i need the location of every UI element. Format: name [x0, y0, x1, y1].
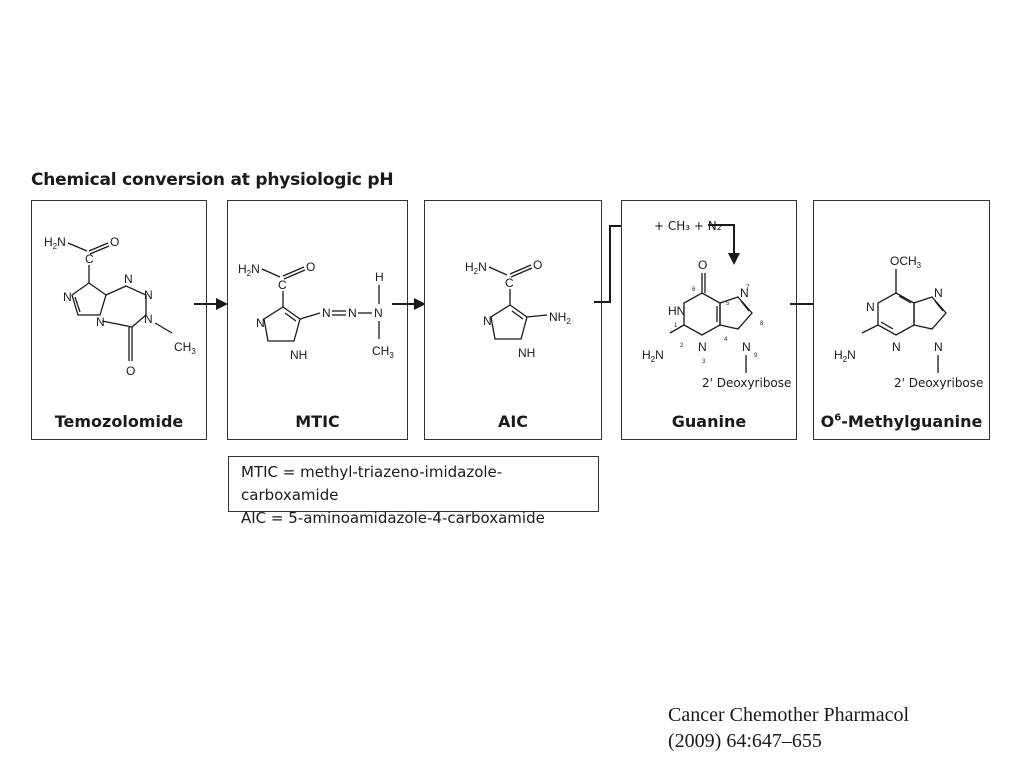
svg-text:N: N	[374, 306, 383, 320]
svg-text:N: N	[934, 340, 943, 354]
svg-text:H2N: H2N	[238, 262, 260, 278]
methylguanine-deoxyribose-label: 2' Deoxyribose	[894, 376, 984, 390]
mtic-structure: H2N O C N NH N N N H CH3	[238, 260, 394, 362]
citation-line-2: (2009) 64:647–655	[668, 730, 822, 752]
svg-text:3: 3	[702, 359, 706, 365]
svg-text:N: N	[144, 312, 153, 326]
compound-name-guanine: Guanine	[671, 412, 747, 431]
legend-line-mtic: MTIC = methyl-triazeno-imidazole-carboxa…	[241, 463, 503, 504]
diagram-title: Chemical conversion at physiologic pH	[31, 170, 394, 190]
svg-text:NH: NH	[290, 348, 307, 362]
compound-name-prefix: O	[820, 412, 835, 431]
svg-text:1: 1	[674, 323, 678, 329]
svg-text:CH3: CH3	[372, 344, 394, 360]
svg-text:CH3: CH3	[174, 340, 196, 356]
compound-name-mtic: MTIC	[295, 412, 340, 431]
svg-text:C: C	[85, 252, 94, 266]
svg-text:N: N	[742, 340, 751, 354]
legend-line-aic: AIC = 5-aminoamidazole-4-carboxamide	[241, 509, 545, 527]
svg-text:N: N	[483, 314, 492, 328]
svg-text:2: 2	[680, 343, 684, 349]
compound-name-superscript: 6	[834, 412, 842, 424]
svg-text:O: O	[110, 235, 119, 249]
svg-text:O: O	[126, 364, 135, 378]
reagents-label: + CH₃ + N₂	[654, 219, 722, 233]
svg-text:6: 6	[692, 287, 696, 293]
compound-name-temozolomide: Temozolomide	[54, 412, 184, 431]
arrow-temozolomide-to-mtic	[194, 298, 228, 310]
svg-text:7: 7	[746, 285, 750, 291]
svg-text:O: O	[698, 258, 707, 272]
svg-text:HN: HN	[668, 304, 685, 318]
svg-text:9: 9	[754, 353, 758, 359]
svg-text:N: N	[348, 306, 357, 320]
svg-text:H2N: H2N	[44, 235, 66, 251]
o6-methylguanine-structure: OCH3 N N H2N N N	[834, 254, 947, 373]
svg-text:H2N: H2N	[465, 260, 487, 276]
compound-name-aic: AIC	[497, 412, 529, 431]
panel-aic: H2N O C N NH NH2 AIC	[424, 200, 602, 440]
svg-text:N: N	[144, 288, 153, 302]
svg-text:5: 5	[726, 301, 730, 307]
svg-text:NH: NH	[518, 346, 535, 360]
svg-text:N: N	[96, 315, 105, 329]
panel-temozolomide: H2N O C N N N N N CH3 O Temozolomide	[31, 200, 207, 440]
svg-text:N: N	[740, 286, 749, 300]
svg-text:N: N	[934, 286, 943, 300]
svg-text:N: N	[892, 340, 901, 354]
svg-text:N: N	[866, 300, 875, 314]
svg-text:N: N	[698, 340, 707, 354]
aic-structure: H2N O C N NH NH2	[465, 258, 571, 360]
svg-text:H2N: H2N	[834, 348, 856, 364]
panel-mtic: H2N O C N NH N N N H CH3 MTIC	[227, 200, 408, 440]
guanine-structure: O HN N H2N N N 6 1 2 3 4 5 7 8 9	[642, 224, 764, 373]
guanine-deoxyribose-label: 2' Deoxyribose	[702, 376, 792, 390]
svg-text:O: O	[533, 258, 542, 272]
compound-name-rest: -Methylguanine	[841, 412, 983, 431]
panel-guanine: O HN N H2N N N 6 1 2 3 4 5 7 8 9 + CH₃ +…	[621, 200, 797, 440]
abbreviation-legend: MTIC = methyl-triazeno-imidazole-carboxa…	[228, 456, 599, 527]
arrow-mtic-to-aic	[392, 298, 426, 310]
svg-text:8: 8	[760, 321, 764, 327]
svg-text:N: N	[63, 290, 72, 304]
compound-name-o6-methylguanine: O6-Methylguanine	[814, 412, 989, 431]
svg-text:H2N: H2N	[642, 348, 664, 364]
citation: Cancer Chemother Pharmacol (2009) 64:647…	[668, 702, 909, 754]
citation-line-1: Cancer Chemother Pharmacol	[668, 704, 910, 726]
svg-text:4: 4	[724, 337, 728, 343]
svg-text:C: C	[278, 278, 287, 292]
temozolomide-structure: H2N O C N N N N N CH3 O	[44, 235, 196, 378]
svg-text:OCH3: OCH3	[890, 254, 922, 270]
svg-text:O: O	[306, 260, 315, 274]
svg-text:N: N	[256, 316, 265, 330]
svg-text:N: N	[124, 272, 133, 286]
panel-o6-methylguanine: OCH3 N N H2N N N 2' Deoxyribose O6-Methy…	[813, 200, 990, 440]
svg-text:NH2: NH2	[549, 310, 571, 326]
svg-text:N: N	[322, 306, 331, 320]
svg-text:H: H	[375, 270, 384, 284]
svg-text:C: C	[505, 276, 514, 290]
